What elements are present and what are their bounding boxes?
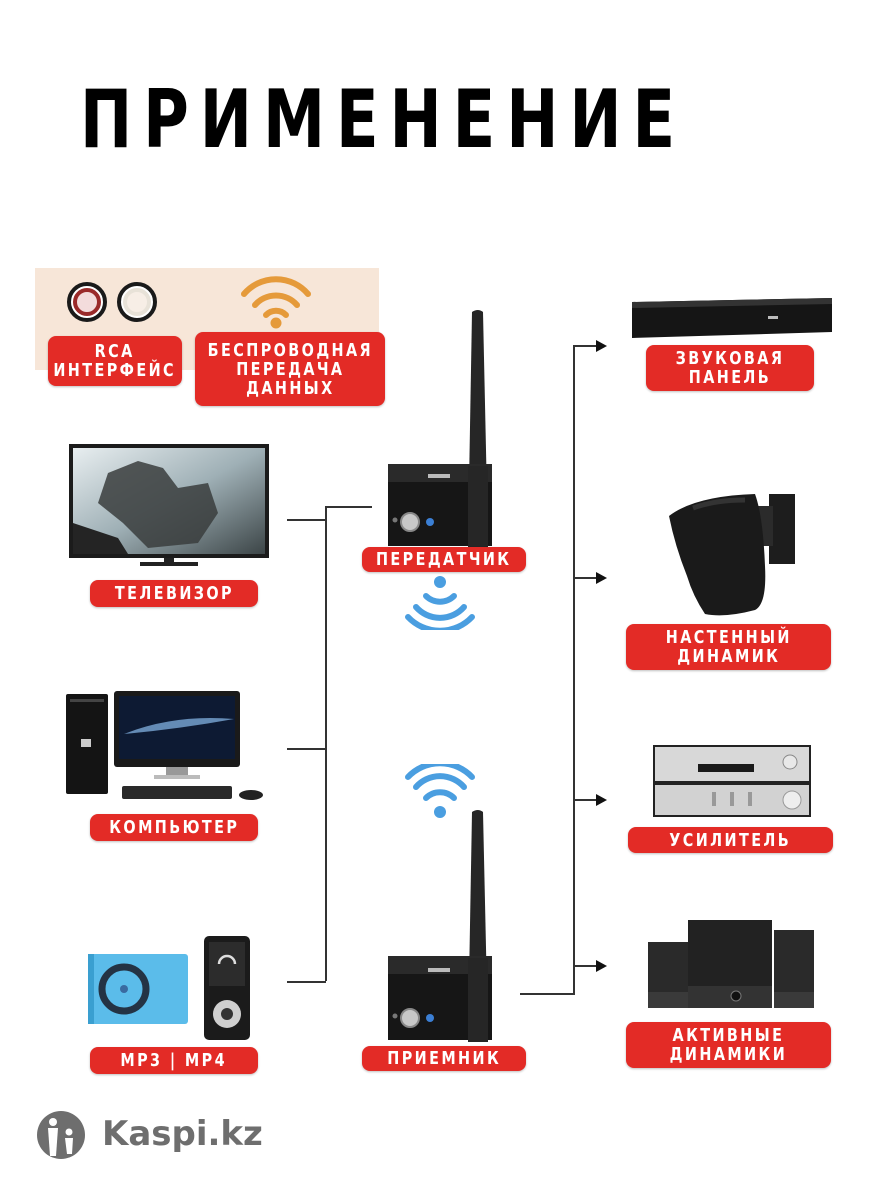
connector-source-bus <box>325 506 327 981</box>
wifi-receive-icon <box>405 764 475 818</box>
arrow-icon <box>596 794 607 806</box>
source-label-computer: КОМПЬЮТЕР <box>90 814 258 841</box>
soundbar-icon <box>632 298 832 338</box>
receiver-device-icon <box>388 810 492 1042</box>
desktop-computer-icon <box>66 691 263 800</box>
output-label-wall-speaker: НАСТЕННЫЙ ДИНАМИК <box>626 624 831 670</box>
source-label-mp3: MP3 | MP4 <box>90 1047 258 1074</box>
connector-to-transmitter <box>325 506 372 508</box>
feature-label-rca: RCA ИНТЕРФЕЙС <box>48 336 182 386</box>
source-label-tv: ТЕЛЕВИЗОР <box>90 580 258 607</box>
receiver-label: ПРИЕМНИК <box>362 1046 526 1071</box>
connector-tv <box>287 519 326 521</box>
amplifier-icon <box>653 745 811 817</box>
transmitter-device-icon <box>388 310 492 548</box>
connector-soundbar <box>573 345 597 347</box>
mp3-player-icon <box>88 936 250 1040</box>
connector-wall-speaker <box>573 577 597 579</box>
arrow-icon <box>596 340 607 352</box>
page-title: ПРИМЕНЕНИЕ <box>80 73 687 166</box>
wifi-icon <box>241 276 311 329</box>
connector-from-receiver <box>520 993 575 995</box>
output-label-soundbar: ЗВУКОВАЯ ПАНЕЛЬ <box>646 345 814 391</box>
connector-computer <box>287 748 326 750</box>
connector-amplifier <box>573 799 597 801</box>
watermark-text: Kaspi.kz <box>102 1114 263 1154</box>
rca-connector-icon <box>67 282 157 322</box>
feature-label-wireless: БЕСПРОВОДНАЯ ПЕРЕДАЧА ДАННЫХ <box>195 332 385 406</box>
arrow-icon <box>596 572 607 584</box>
transmitter-label: ПЕРЕДАТЧИК <box>362 547 526 572</box>
active-speakers-icon <box>648 920 814 1008</box>
output-label-amplifier: УСИЛИТЕЛЬ <box>628 827 833 853</box>
wall-speaker-icon <box>669 494 795 616</box>
output-label-active-speakers: АКТИВНЫЕ ДИНАМИКИ <box>626 1022 831 1068</box>
tv-icon <box>69 444 269 566</box>
wifi-transmit-icon <box>405 576 475 630</box>
kaspi-logo-icon <box>37 1111 85 1159</box>
connector-mp3 <box>287 981 326 983</box>
connector-active-speakers <box>573 965 597 967</box>
connector-output-bus <box>573 345 575 995</box>
arrow-icon <box>596 960 607 972</box>
